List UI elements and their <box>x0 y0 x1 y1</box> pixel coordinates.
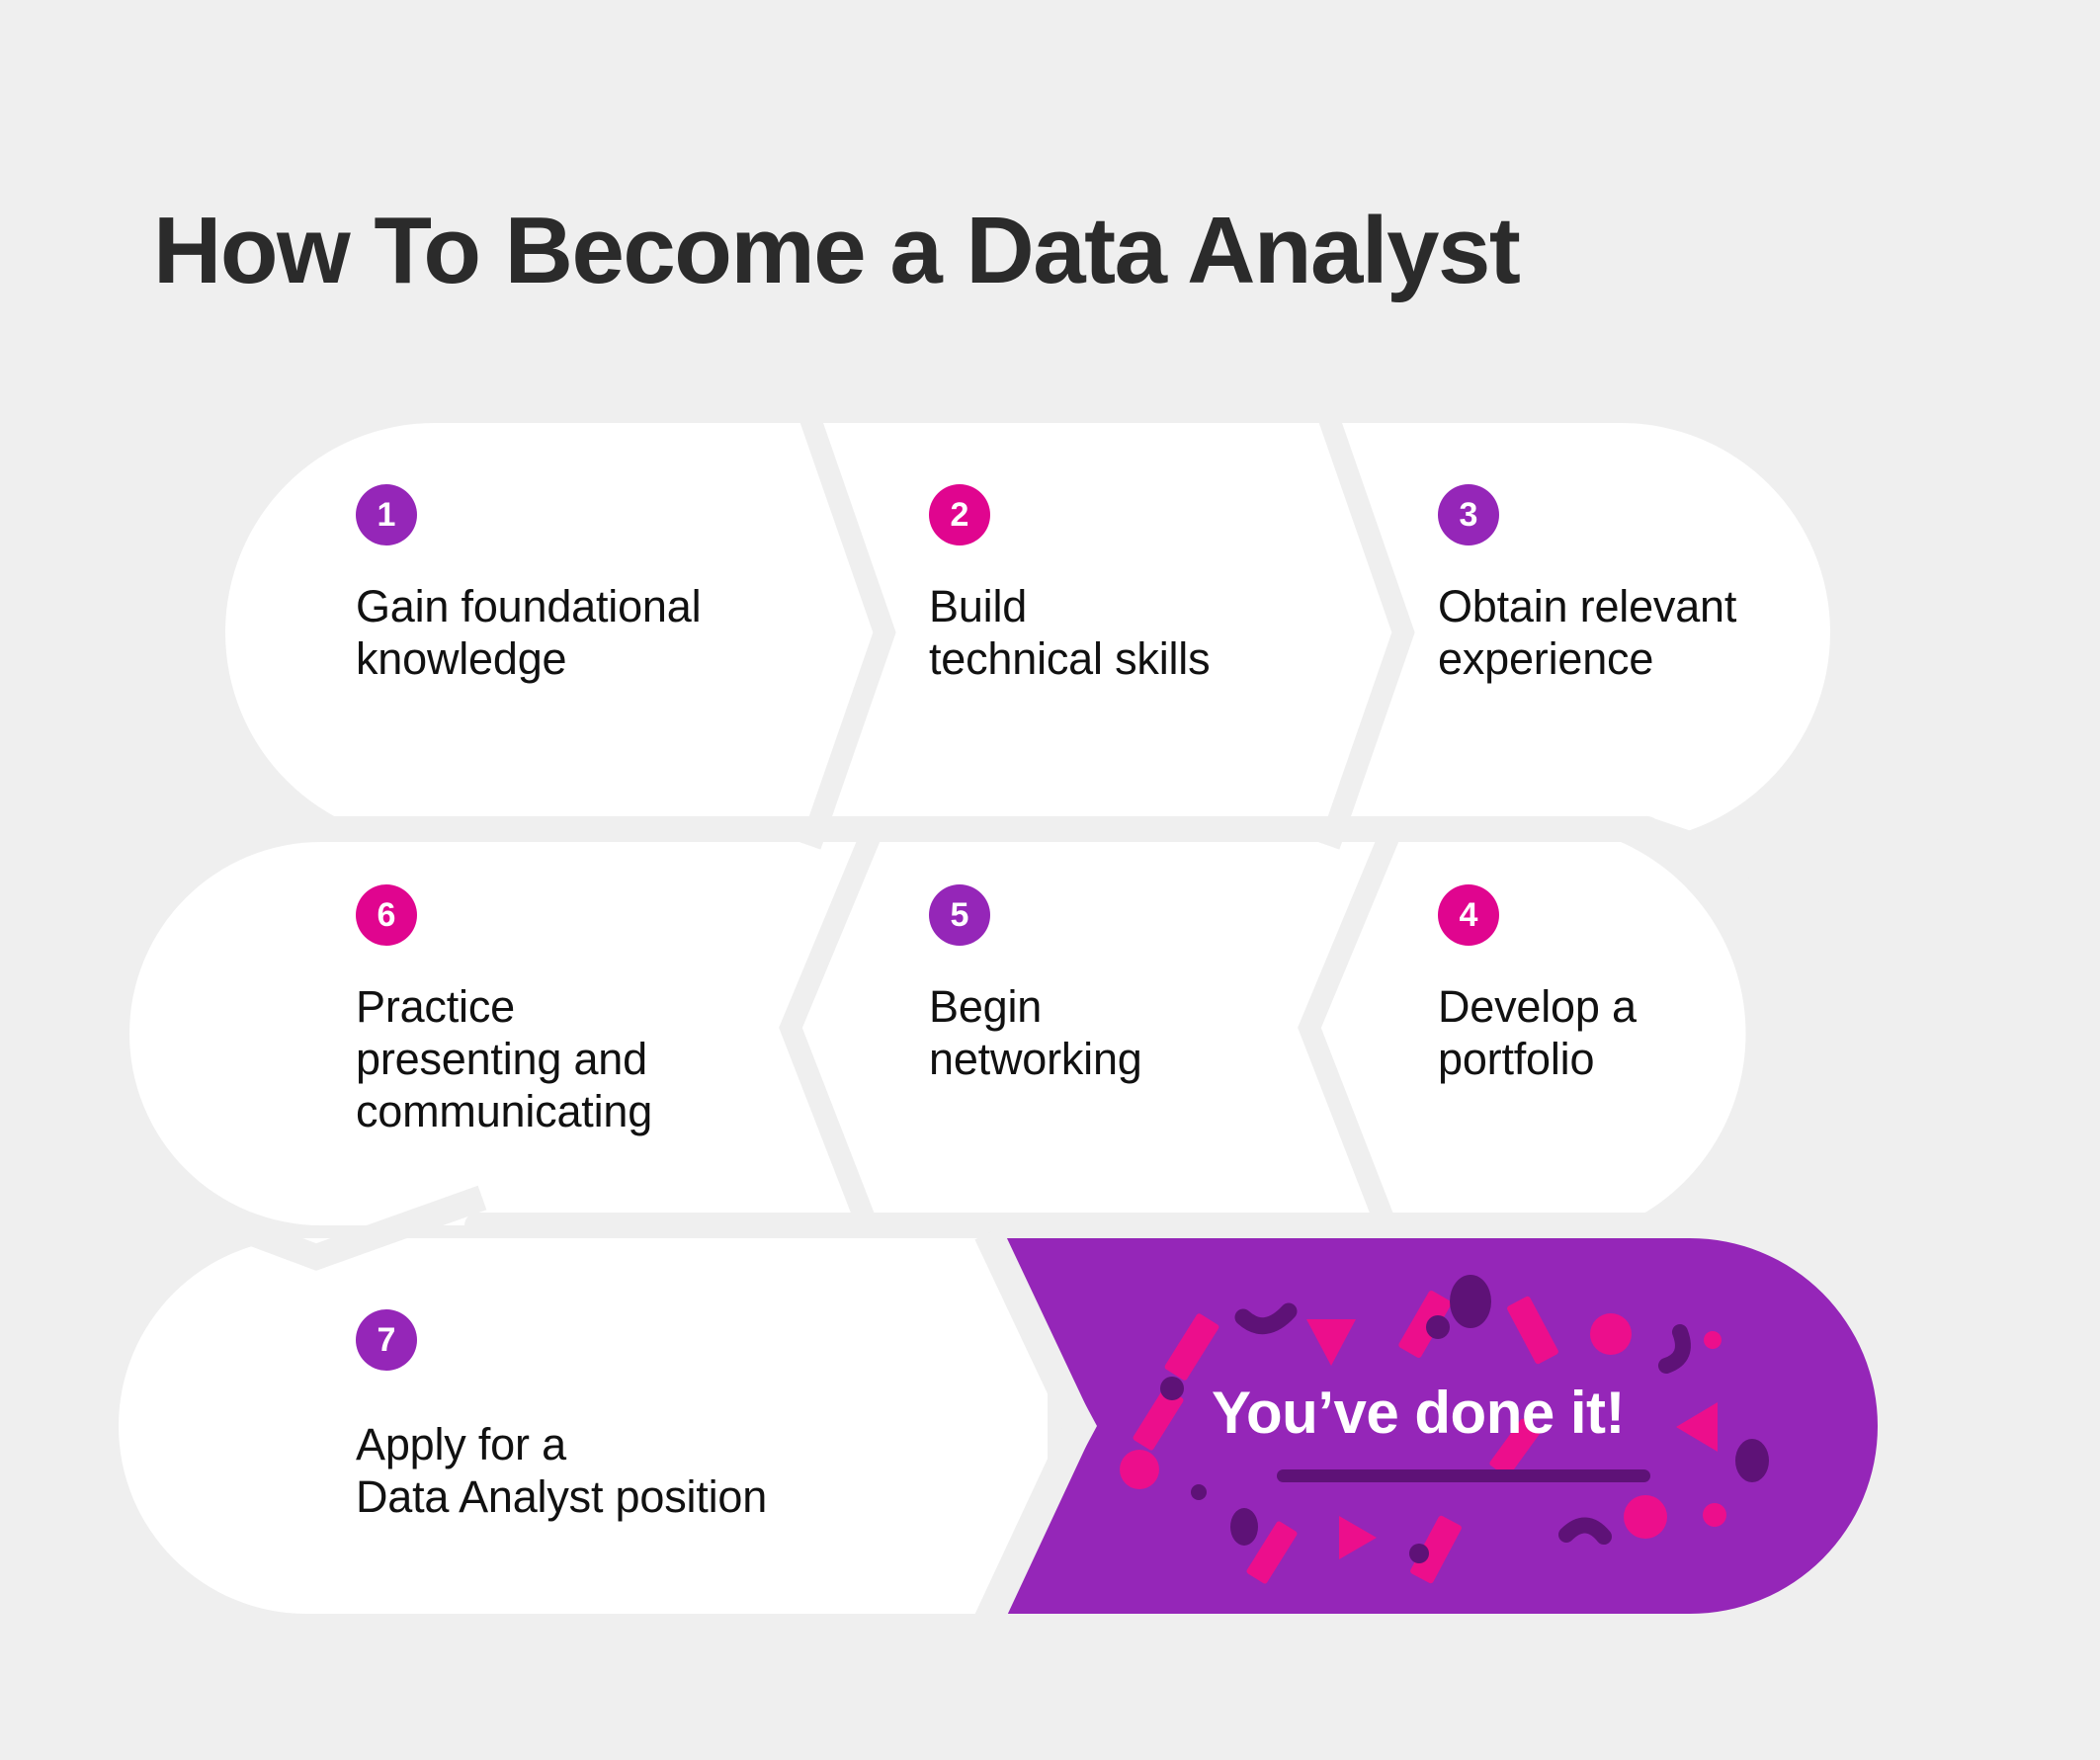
flow-row-1 <box>225 423 1830 842</box>
confetti-pink-triangle <box>1306 1319 1356 1366</box>
row3-band <box>119 1238 1048 1614</box>
confetti-pink-bar <box>1164 1313 1219 1381</box>
step-6-badge: 6 <box>356 884 417 946</box>
step-3[interactable]: 3 Obtain relevant experience <box>1438 484 1853 685</box>
step-3-badge: 3 <box>1438 484 1499 545</box>
row3-divider <box>974 1226 1096 1628</box>
step-2-badge: 2 <box>929 484 990 545</box>
step-3-label: Obtain relevant experience <box>1438 581 1737 685</box>
step-6-label: Practice presenting and communicating <box>356 981 653 1137</box>
confetti-pink-bar <box>1489 1418 1541 1477</box>
step-7-label: Apply for a Data Analyst position <box>356 1419 768 1523</box>
step-5[interactable]: 5 Begin networking <box>929 884 1324 1085</box>
confetti-purple-arc <box>1658 1324 1691 1374</box>
row1-divider-2 <box>1318 415 1415 850</box>
confetti-pink-dot <box>1704 1331 1722 1349</box>
step-2-label: Build technical skills <box>929 581 1211 685</box>
celebration-underline <box>1277 1469 1650 1482</box>
confetti-pink-bar <box>1133 1387 1184 1451</box>
step-2[interactable]: 2 Build technical skills <box>929 484 1324 685</box>
page-title: How To Become a Data Analyst <box>153 198 1521 304</box>
confetti-pink-dot <box>1703 1503 1726 1527</box>
confetti-pink-dot <box>1120 1450 1159 1489</box>
step-4-badge: 4 <box>1438 884 1499 946</box>
row1-dividers <box>799 415 1415 850</box>
row1-divider-1 <box>799 415 896 850</box>
confetti-pink-dot <box>1590 1313 1632 1355</box>
confetti-purple-dot <box>1230 1508 1258 1546</box>
step-1-label: Gain foundational knowledge <box>356 581 702 685</box>
step-5-label: Begin networking <box>929 981 1142 1085</box>
connector-chevron-right <box>1638 796 1974 904</box>
row2-divider-2 <box>1298 833 1399 1235</box>
connector-chevron-left <box>133 1178 487 1271</box>
step-7[interactable]: 7 Apply for a Data Analyst position <box>356 1309 949 1523</box>
confetti-purple-dot <box>1191 1484 1207 1500</box>
flow-row-3 <box>119 1238 1048 1614</box>
confetti-purple-dot <box>1160 1377 1184 1400</box>
step-4-label: Develop a portfolio <box>1438 981 1637 1085</box>
confetti-pink-bar <box>1398 1291 1452 1358</box>
row2-divider-1 <box>779 833 881 1235</box>
step-1-badge: 1 <box>356 484 417 545</box>
confetti-pink-bar <box>1507 1296 1558 1365</box>
step-5-badge: 5 <box>929 884 990 946</box>
step-7-badge: 7 <box>356 1309 417 1371</box>
row2-dividers <box>779 833 1399 1235</box>
row1-row2-connector <box>158 796 1974 904</box>
confetti-pink-dot <box>1624 1495 1667 1539</box>
step-6[interactable]: 6 Practice presenting and communicating <box>356 884 791 1137</box>
confetti-purple-dot <box>1426 1315 1450 1339</box>
celebration-message: You’ve done it! <box>1211 1380 1626 1446</box>
confetti-group <box>1120 1275 1769 1584</box>
confetti-purple-dot <box>1450 1275 1491 1328</box>
confetti-pink-triangle <box>1339 1516 1377 1559</box>
step-4[interactable]: 4 Develop a portfolio <box>1438 884 1853 1085</box>
connector-bar-top <box>158 816 1660 842</box>
confetti-purple-dot <box>1409 1544 1429 1563</box>
connector-bar-bottom <box>464 1213 2006 1238</box>
confetti-purple-dot <box>1735 1439 1769 1482</box>
row1-band <box>225 423 1830 842</box>
confetti-pink-bar <box>1246 1521 1298 1584</box>
confetti-purple-arc <box>1558 1517 1612 1545</box>
confetti-pink-triangle <box>1676 1402 1718 1452</box>
step-1[interactable]: 1 Gain foundational knowledge <box>356 484 751 685</box>
row2-row3-connector <box>133 1178 2006 1271</box>
row3-divider-1 <box>974 1226 1096 1628</box>
confetti-pink-bar <box>1410 1515 1462 1584</box>
confetti-purple-arc <box>1234 1302 1298 1335</box>
